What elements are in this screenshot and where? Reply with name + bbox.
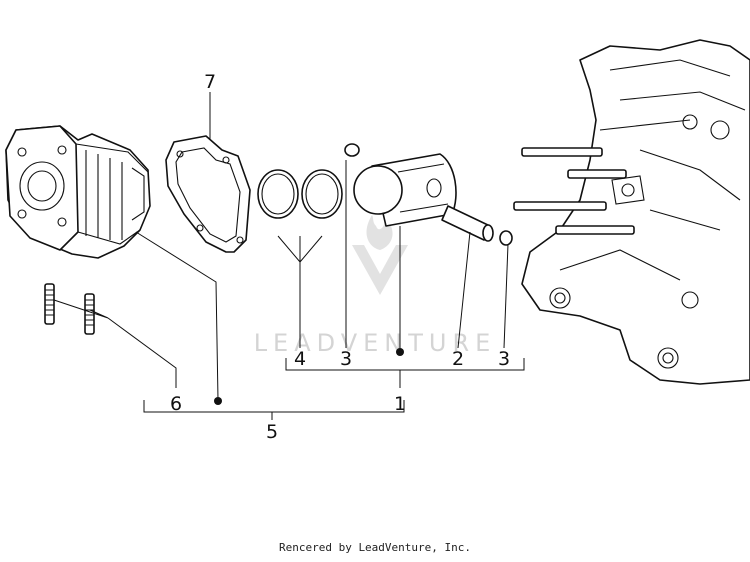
- leader-dot: [214, 397, 222, 405]
- leadventure-watermark: LEADVENTURE: [254, 215, 497, 357]
- circlip-icon[interactable]: [344, 143, 513, 246]
- leader-dot: [396, 348, 404, 356]
- callout-1: 1: [394, 393, 406, 415]
- piston-pin-icon[interactable]: [441, 205, 494, 242]
- stud-icon[interactable]: [44, 283, 95, 335]
- cylinder-head-icon[interactable]: [5, 125, 151, 259]
- callout-3-right: 3: [498, 348, 510, 370]
- footer-credit: Rencered by LeadVenture, Inc.: [278, 541, 472, 554]
- leader-lines: [53, 92, 525, 420]
- piston-icon[interactable]: [353, 153, 457, 227]
- callout-6: 6: [170, 393, 182, 415]
- callout-2: 2: [452, 348, 464, 370]
- callout-4: 4: [294, 348, 306, 370]
- watermark-text: LEADVENTURE: [254, 329, 497, 357]
- gasket-icon[interactable]: [165, 135, 251, 253]
- callout-3-left: 3: [340, 348, 352, 370]
- piston-ring-icon[interactable]: [257, 169, 343, 219]
- callout-7: 7: [204, 71, 216, 93]
- callout-5: 5: [266, 421, 278, 443]
- crankcase-icon: [513, 39, 750, 385]
